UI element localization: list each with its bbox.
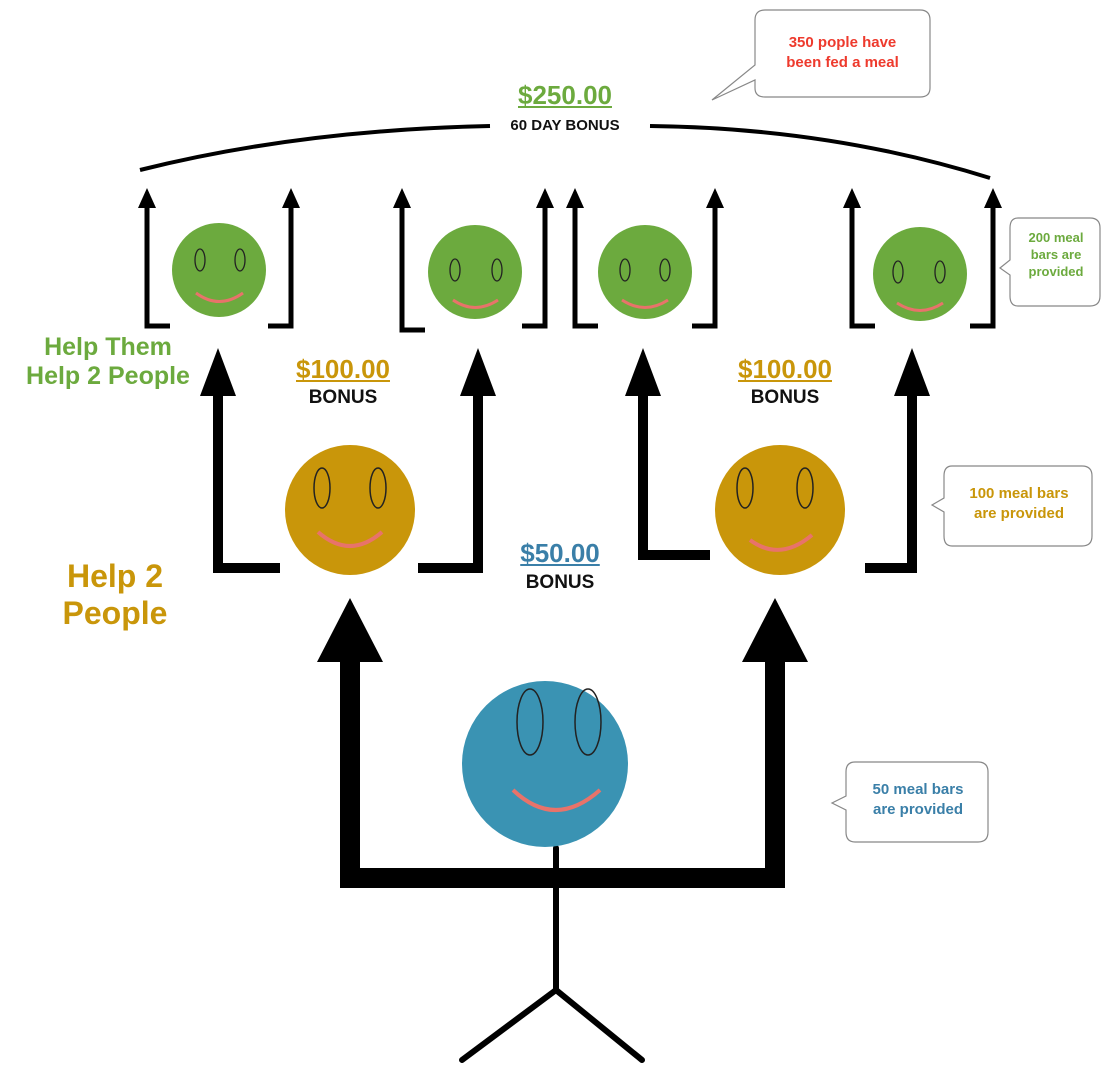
level1-arrowheads: [200, 348, 930, 396]
callout-text-fed: 350 pople have been fed a meal: [786, 34, 899, 71]
top-arc: [139, 124, 991, 180]
level1-brackets: [213, 390, 917, 573]
root-arrowheads: [317, 598, 808, 662]
top-bonus-label: 60 DAY BONUS: [510, 117, 620, 134]
callout-text-root: 50 meal bars are provided: [872, 781, 964, 818]
arrow-head-left: [317, 598, 383, 662]
callout-text-level2: 200 meal bars are provided: [1028, 230, 1084, 279]
callout-bubble-level1: [930, 465, 1093, 547]
level2-smiley-1: [172, 223, 266, 317]
level2-bonus-label-left: BONUS: [308, 387, 378, 408]
side-label-level1: Help 2 People: [62, 558, 168, 631]
level2-arrowheads: [138, 188, 1002, 208]
callout-bubble-root: [830, 761, 989, 843]
level2-smiley-4: [873, 227, 967, 321]
root-arms: [340, 652, 785, 888]
level2-brackets: [144, 200, 996, 333]
callout-text-level1: 100 meal bars are provided: [969, 485, 1069, 522]
callout-bubble-level2: [998, 217, 1101, 307]
level2-bonus-label-right: BONUS: [750, 387, 820, 408]
arrow-head-right: [742, 598, 808, 662]
side-label-level2: Help Them Help 2 People: [26, 333, 190, 390]
level1-bonus-amount: $50.00: [520, 538, 600, 568]
level1-smiley-right: [715, 445, 845, 575]
callout-bubble-fed: [711, 9, 931, 101]
root-smiley: [462, 681, 628, 847]
level1-smiley-left: [285, 445, 415, 575]
level2-bonus-amount-left: $100.00: [296, 354, 390, 384]
top-bonus-amount: $250.00: [518, 80, 612, 110]
level2-smiley-3: [598, 225, 692, 319]
level2-bonus-amount-right: $100.00: [738, 354, 832, 384]
level1-bonus-label: BONUS: [525, 572, 595, 593]
level2-smiley-2: [428, 225, 522, 319]
